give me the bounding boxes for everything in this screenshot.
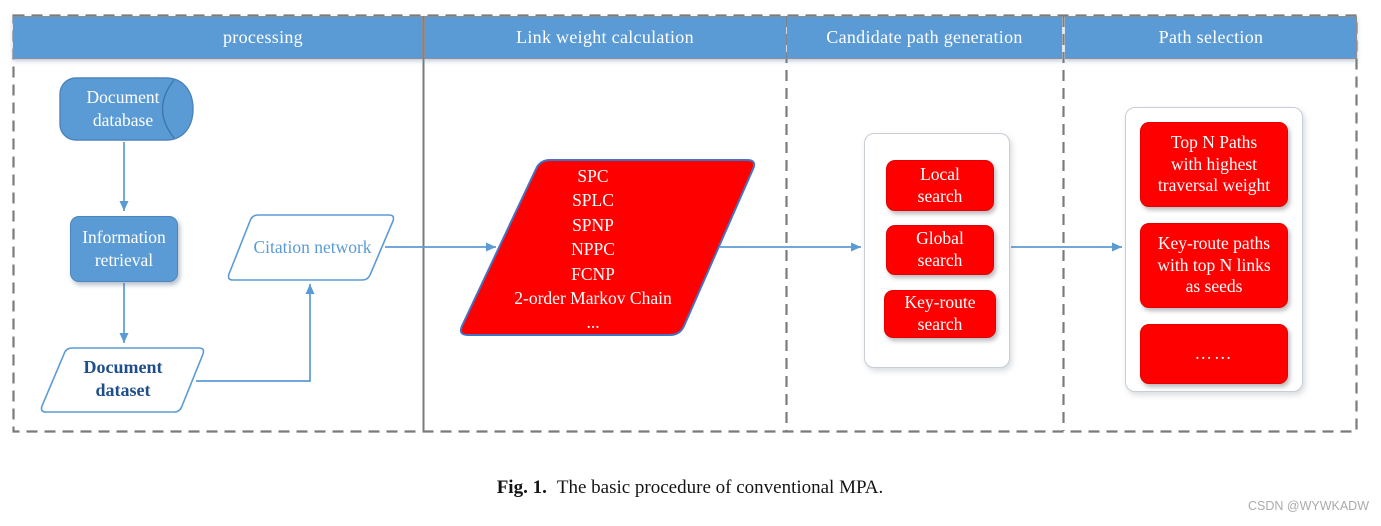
document-database-cylinder [59,77,194,141]
method-fcnp: FCNP [571,263,615,284]
figure-caption-label: Fig. 1. [496,477,547,498]
citation-network-parallelogram [227,214,395,281]
outer-dashed-border [12,14,1358,433]
csdn-watermark: CSDN @WYWKADW [1247,499,1369,513]
header-processing-label: processing [223,27,303,47]
method-2-order-markov-chain: 2-order Markov Chain [514,287,672,308]
header-path-selection: Path selection [1065,16,1357,59]
method-ellipsis: ... [586,312,600,333]
method-splc: SPLC [572,190,614,211]
local-search-box: Local search [886,160,994,211]
figure-caption-text: The basic procedure of conventional MPA. [556,477,884,498]
information-retrieval-box: Information retrieval [70,216,178,282]
method-spc: SPC [577,166,609,186]
key-route-paths-box: Key-route paths with top N links as seed… [1140,223,1288,308]
header-link-weight-calculation-label: Link weight calculation [516,27,694,47]
header-processing: processing [13,16,423,59]
figure-caption: Fig. 1. The basic procedure of convention… [30,477,1350,499]
header-link-weight-calculation: Link weight calculation [424,16,786,59]
global-search-box: Global search [886,225,994,275]
header-candidate-path-generation-label: Candidate path generation [826,27,1023,47]
top-n-paths-box: Top N Paths with highest traversal weigh… [1140,122,1288,207]
header-path-selection-label: Path selection [1158,27,1264,47]
arrow-dataset-to-citation [196,284,315,382]
header-candidate-path-generation: Candidate path generation [787,16,1062,59]
method-nppc: NPPC [571,239,615,260]
link-weight-methods-parallelogram [459,159,756,336]
method-spnp: SPNP [572,214,614,235]
link-weight-methods-list: SPC SPLC SPNP NPPC FCNP 2-order Markov C… [462,164,724,335]
key-route-search-box: Key-route search [884,290,996,338]
document-dataset-parallelogram [40,347,205,413]
cylinder-crescent-edge [161,79,175,139]
more-methods-box: …… [1140,324,1288,384]
